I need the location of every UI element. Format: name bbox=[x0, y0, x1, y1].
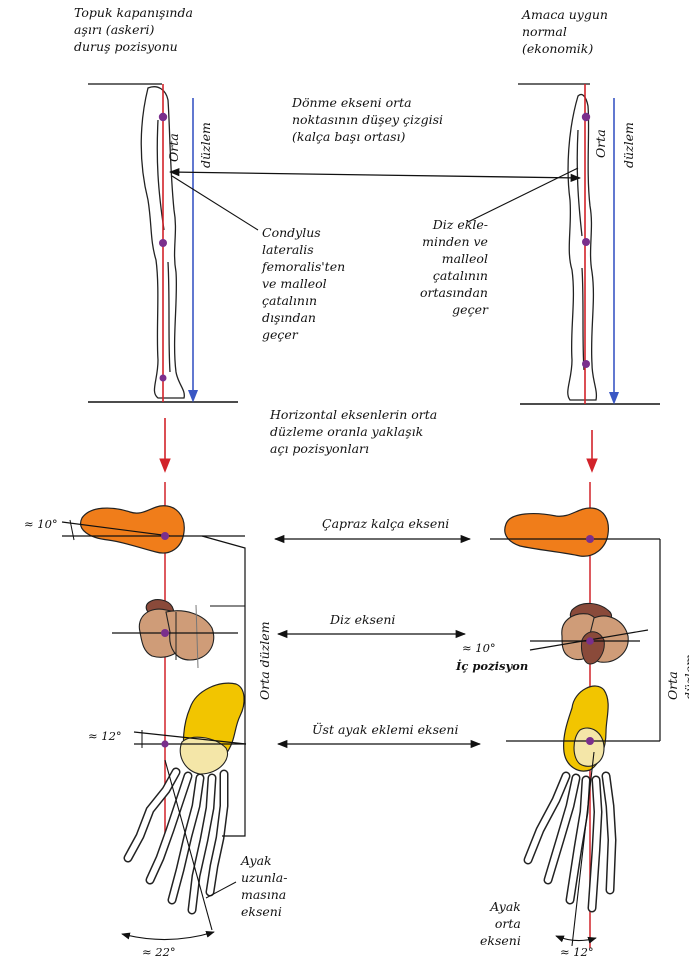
left-title: Topuk kapanışında aşırı (askeri) duruş p… bbox=[74, 4, 193, 55]
left-hip-angle: ≈ 10° bbox=[24, 516, 58, 533]
right-hip-section-marker bbox=[586, 535, 594, 543]
left-ankle-marker bbox=[160, 375, 167, 382]
knee-axis-label: Diz ekseni bbox=[330, 611, 395, 628]
left-knee-marker bbox=[159, 239, 167, 247]
ic-pozisyon-label: İç pozisyon bbox=[456, 658, 528, 675]
condylus-note: Condylus lateralis femoralis'ten ve mall… bbox=[262, 224, 345, 343]
left-hip-section-marker bbox=[161, 532, 169, 540]
hip-axis-label: Çapraz kalça ekseni bbox=[322, 515, 449, 532]
rotation-axis-note: Dönme ekseni orta noktasının düşey çizgi… bbox=[292, 94, 443, 145]
right-knee-marker bbox=[582, 238, 590, 246]
right-title: Amaca uygun normal (ekonomik) bbox=[522, 6, 608, 57]
left-ankle-section-marker bbox=[161, 740, 168, 747]
right-foot-angle: ≈ 12° bbox=[560, 944, 594, 961]
right-duzlem-label: düzlem bbox=[620, 122, 637, 168]
right-ankle-section-marker bbox=[586, 737, 594, 745]
right-hip-marker bbox=[582, 113, 590, 121]
right-foot bbox=[528, 686, 612, 908]
rotation-axis-arrow bbox=[170, 172, 580, 178]
left-knee-section-marker bbox=[161, 629, 169, 637]
right-orta-label: Orta bbox=[592, 129, 609, 158]
right-knee-section-marker bbox=[586, 637, 594, 645]
left-hip-marker bbox=[159, 113, 167, 121]
left-ankle-angle: ≈ 12° bbox=[88, 728, 122, 745]
right-hip-bone bbox=[505, 508, 609, 556]
left-duzlem-label: düzlem bbox=[197, 122, 214, 168]
right-knee-angle: ≈ 10° bbox=[462, 640, 496, 657]
condylus-leader bbox=[172, 176, 258, 230]
knee-note: Diz ekle- minden ve malleol çatalının or… bbox=[420, 216, 488, 318]
right-foot-axis-label: Ayak orta ekseni bbox=[480, 898, 521, 949]
left-knee-section bbox=[139, 600, 213, 668]
left-orta-duzlem-vertical: Orta düzlem bbox=[256, 621, 273, 700]
right-orta-duzlem-vertical: Orta düzlem bbox=[664, 654, 689, 700]
right-ankle-marker bbox=[582, 360, 590, 368]
left-hip-bone bbox=[81, 506, 185, 553]
right-knee-section bbox=[562, 603, 628, 664]
left-foot-angle: ≈ 22° bbox=[142, 944, 176, 961]
left-foot bbox=[128, 683, 244, 910]
ankle-axis-label: Üst ayak eklemi ekseni bbox=[312, 721, 458, 738]
left-foot-angle-arc bbox=[122, 932, 214, 940]
left-foot-axis-label: Ayak uzunla- masına ekseni bbox=[241, 852, 287, 920]
left-orta-label: Orta bbox=[165, 133, 182, 162]
horizontal-axes-note: Horizontal eksenlerin orta düzleme oranl… bbox=[270, 406, 437, 457]
